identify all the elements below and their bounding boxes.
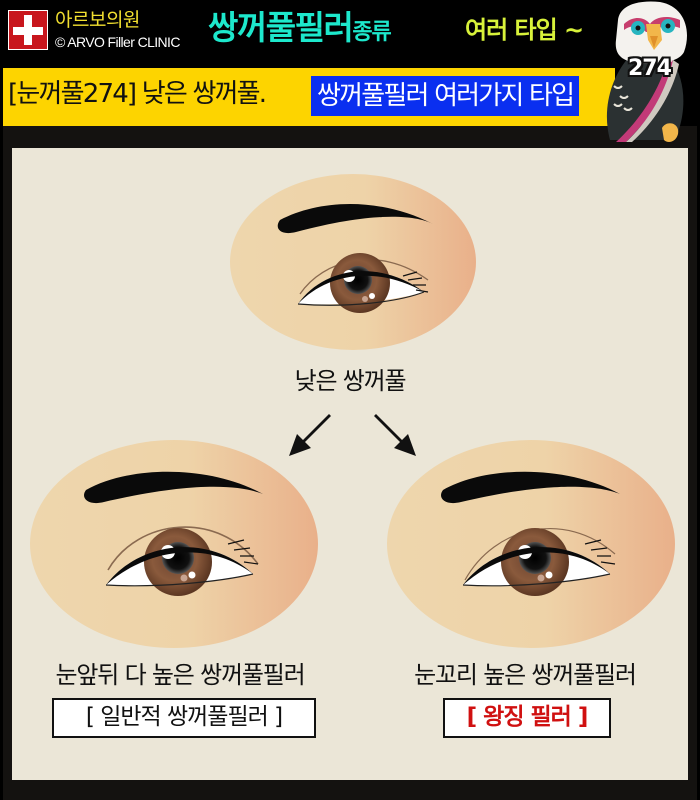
subheader-highlight: 쌍꺼풀필러 여러가지 타입	[311, 76, 580, 116]
title-suffix: 종류	[352, 20, 391, 45]
subheader-bar: [눈꺼풀274] 낮은 쌍꺼풀. 쌍꺼풀필러 여러가지 타입	[3, 68, 615, 126]
red-cross-icon	[8, 10, 48, 50]
page-title: 쌍꺼풀필러종류	[208, 6, 392, 55]
standard-filler-tag: [ 일반적 쌍꺼풀필러 ]	[52, 698, 316, 738]
episode-number-badge: 274	[628, 56, 672, 81]
eagle-mascot-icon	[606, 1, 687, 142]
low-double-eyelid-eye-illustration	[230, 174, 476, 350]
tail-high-filler-eye-illustration	[387, 440, 675, 648]
wangjing-filler-tag: [ 왕징 필러 ]	[443, 698, 611, 738]
title-tagline: 여러 타입 ~	[465, 16, 584, 44]
title-main-text: 쌍꺼풀필러	[208, 8, 354, 47]
standard-filler-eye-illustration	[30, 440, 318, 648]
tail-high-filler-caption: 눈꼬리 높은 쌍꺼풀필러	[414, 661, 637, 689]
arrow-down-right-icon	[374, 414, 416, 456]
clinic-name-kr: 아르보의원	[55, 9, 140, 31]
low-double-eyelid-label: 낮은 쌍꺼풀	[294, 367, 407, 395]
clinic-name-en: © ARVO Filler CLINIC	[55, 34, 180, 50]
subheader-text: [눈꺼풀274] 낮은 쌍꺼풀.	[8, 79, 267, 109]
standard-filler-caption: 눈앞뒤 다 높은 쌍꺼풀필러	[55, 661, 306, 689]
header-bar: 아르보의원 © ARVO Filler CLINIC 쌍꺼풀필러종류 여러 타입…	[0, 0, 700, 68]
arrow-down-left-icon	[289, 414, 331, 456]
